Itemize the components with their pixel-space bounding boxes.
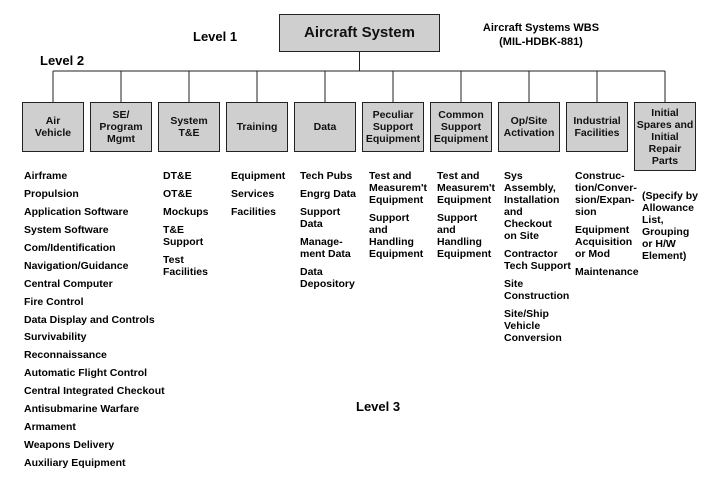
level3-item: Antisubmarine Warfare xyxy=(24,403,140,416)
level3-item: Data Display and Controls xyxy=(24,313,155,326)
level2-node-label: Air Vehicle xyxy=(34,115,72,139)
level2-node: Common Support Equipment xyxy=(430,102,492,152)
level3-item: Manage- ment Data xyxy=(300,236,351,260)
level3-item: Site/Ship Vehicle Conversion xyxy=(504,308,562,344)
level3-item: DT&E xyxy=(163,170,192,182)
level3-item: Central Computer xyxy=(24,277,113,290)
level3-item: T&E Support xyxy=(163,224,204,248)
level3-item: Test and Measurem't Equipment xyxy=(437,170,495,206)
level3-column: Sys Assembly, Installation and Checkout … xyxy=(504,170,576,344)
level2-node: Data xyxy=(294,102,356,152)
level3-item: Maintenance xyxy=(575,266,639,278)
level3-item: (Specify by Allowance List, Grouping or … xyxy=(642,190,699,262)
diagram-caption: Aircraft Systems WBS (MIL-HDBK-881) xyxy=(482,22,600,48)
level3-item: Fire Control xyxy=(24,295,84,308)
level2-node-label: Data xyxy=(313,121,337,133)
level3-column: (Specify by Allowance List, Grouping or … xyxy=(642,190,714,262)
level3-item: Reconnaissance xyxy=(24,349,107,362)
level3-item: Data Depository xyxy=(300,266,355,290)
level3-item: Weapons Delivery xyxy=(24,439,115,452)
level3-item: Facilities xyxy=(231,206,276,218)
level3-item: Site Construction xyxy=(504,278,570,302)
level3-item: Engrg Data xyxy=(300,188,357,200)
level3-item: Tech Pubs xyxy=(300,170,353,182)
level3-item: Central Integrated Checkout xyxy=(24,385,165,398)
level3-item: Construc- tion/Conver- sion/Expan- sion xyxy=(575,170,637,218)
level2-node-label: SE/ Program Mgmt xyxy=(99,109,143,145)
level3-item: Survivability xyxy=(24,331,87,344)
level3-item: Contractor Tech Support xyxy=(504,248,571,272)
level3-item: Com/Identification xyxy=(24,241,116,254)
level3-item: Application Software xyxy=(24,205,129,218)
level2-node-label: System T&E xyxy=(170,115,208,139)
level3-item: Equipment Acquisition or Mod xyxy=(575,224,633,260)
level2-node: System T&E xyxy=(158,102,220,152)
level2-node: SE/ Program Mgmt xyxy=(90,102,152,152)
level3-item: Navigation/Guidance xyxy=(24,259,129,272)
level2-node-label: Initial Spares and Initial Repair Parts xyxy=(636,106,694,167)
level2-node: Training xyxy=(226,102,288,152)
root-node: Aircraft System xyxy=(279,14,440,52)
level2-node: Op/Site Activation xyxy=(498,102,560,152)
level2-node-label: Peculiar Support Equipment xyxy=(365,109,421,145)
level3-item: System Software xyxy=(24,223,109,236)
level3-item: Support Data xyxy=(300,206,341,230)
level3-item: Propulsion xyxy=(24,187,79,200)
level3-item: Armament xyxy=(24,421,76,434)
level1-label: Level 1 xyxy=(193,29,238,44)
level3-item: Automatic Flight Control xyxy=(24,367,148,380)
level3-item: Support and Handling Equipment xyxy=(369,212,424,260)
level2-node-label: Common Support Equipment xyxy=(433,109,489,145)
level3-item: Airframe xyxy=(24,170,68,182)
level2-node-label: Training xyxy=(236,121,278,133)
level3-item: Equipment xyxy=(231,170,286,182)
level2-node: Initial Spares and Initial Repair Parts xyxy=(634,102,696,171)
level2-label: Level 2 xyxy=(40,53,85,68)
level2-node-label: Industrial Facilities xyxy=(573,115,621,139)
level2-node: Peculiar Support Equipment xyxy=(362,102,424,152)
level2-node-label: Op/Site Activation xyxy=(503,115,555,139)
level3-label: Level 3 xyxy=(356,399,401,414)
level3-item: Sys Assembly, Installation and Checkout … xyxy=(504,170,560,242)
level3-item: Test and Measurem't Equipment xyxy=(369,170,427,206)
level3-item: Auxiliary Equipment xyxy=(24,457,126,469)
level3-item: Services xyxy=(231,188,275,200)
level2-node: Air Vehicle xyxy=(22,102,84,152)
level3-item: OT&E xyxy=(163,188,193,200)
level3-item: Support and Handling Equipment xyxy=(437,212,492,260)
level2-node: Industrial Facilities xyxy=(566,102,628,152)
root-node-label: Aircraft System xyxy=(304,24,415,41)
level3-item: Mockups xyxy=(163,206,209,218)
level3-item: Test Facilities xyxy=(163,254,208,278)
